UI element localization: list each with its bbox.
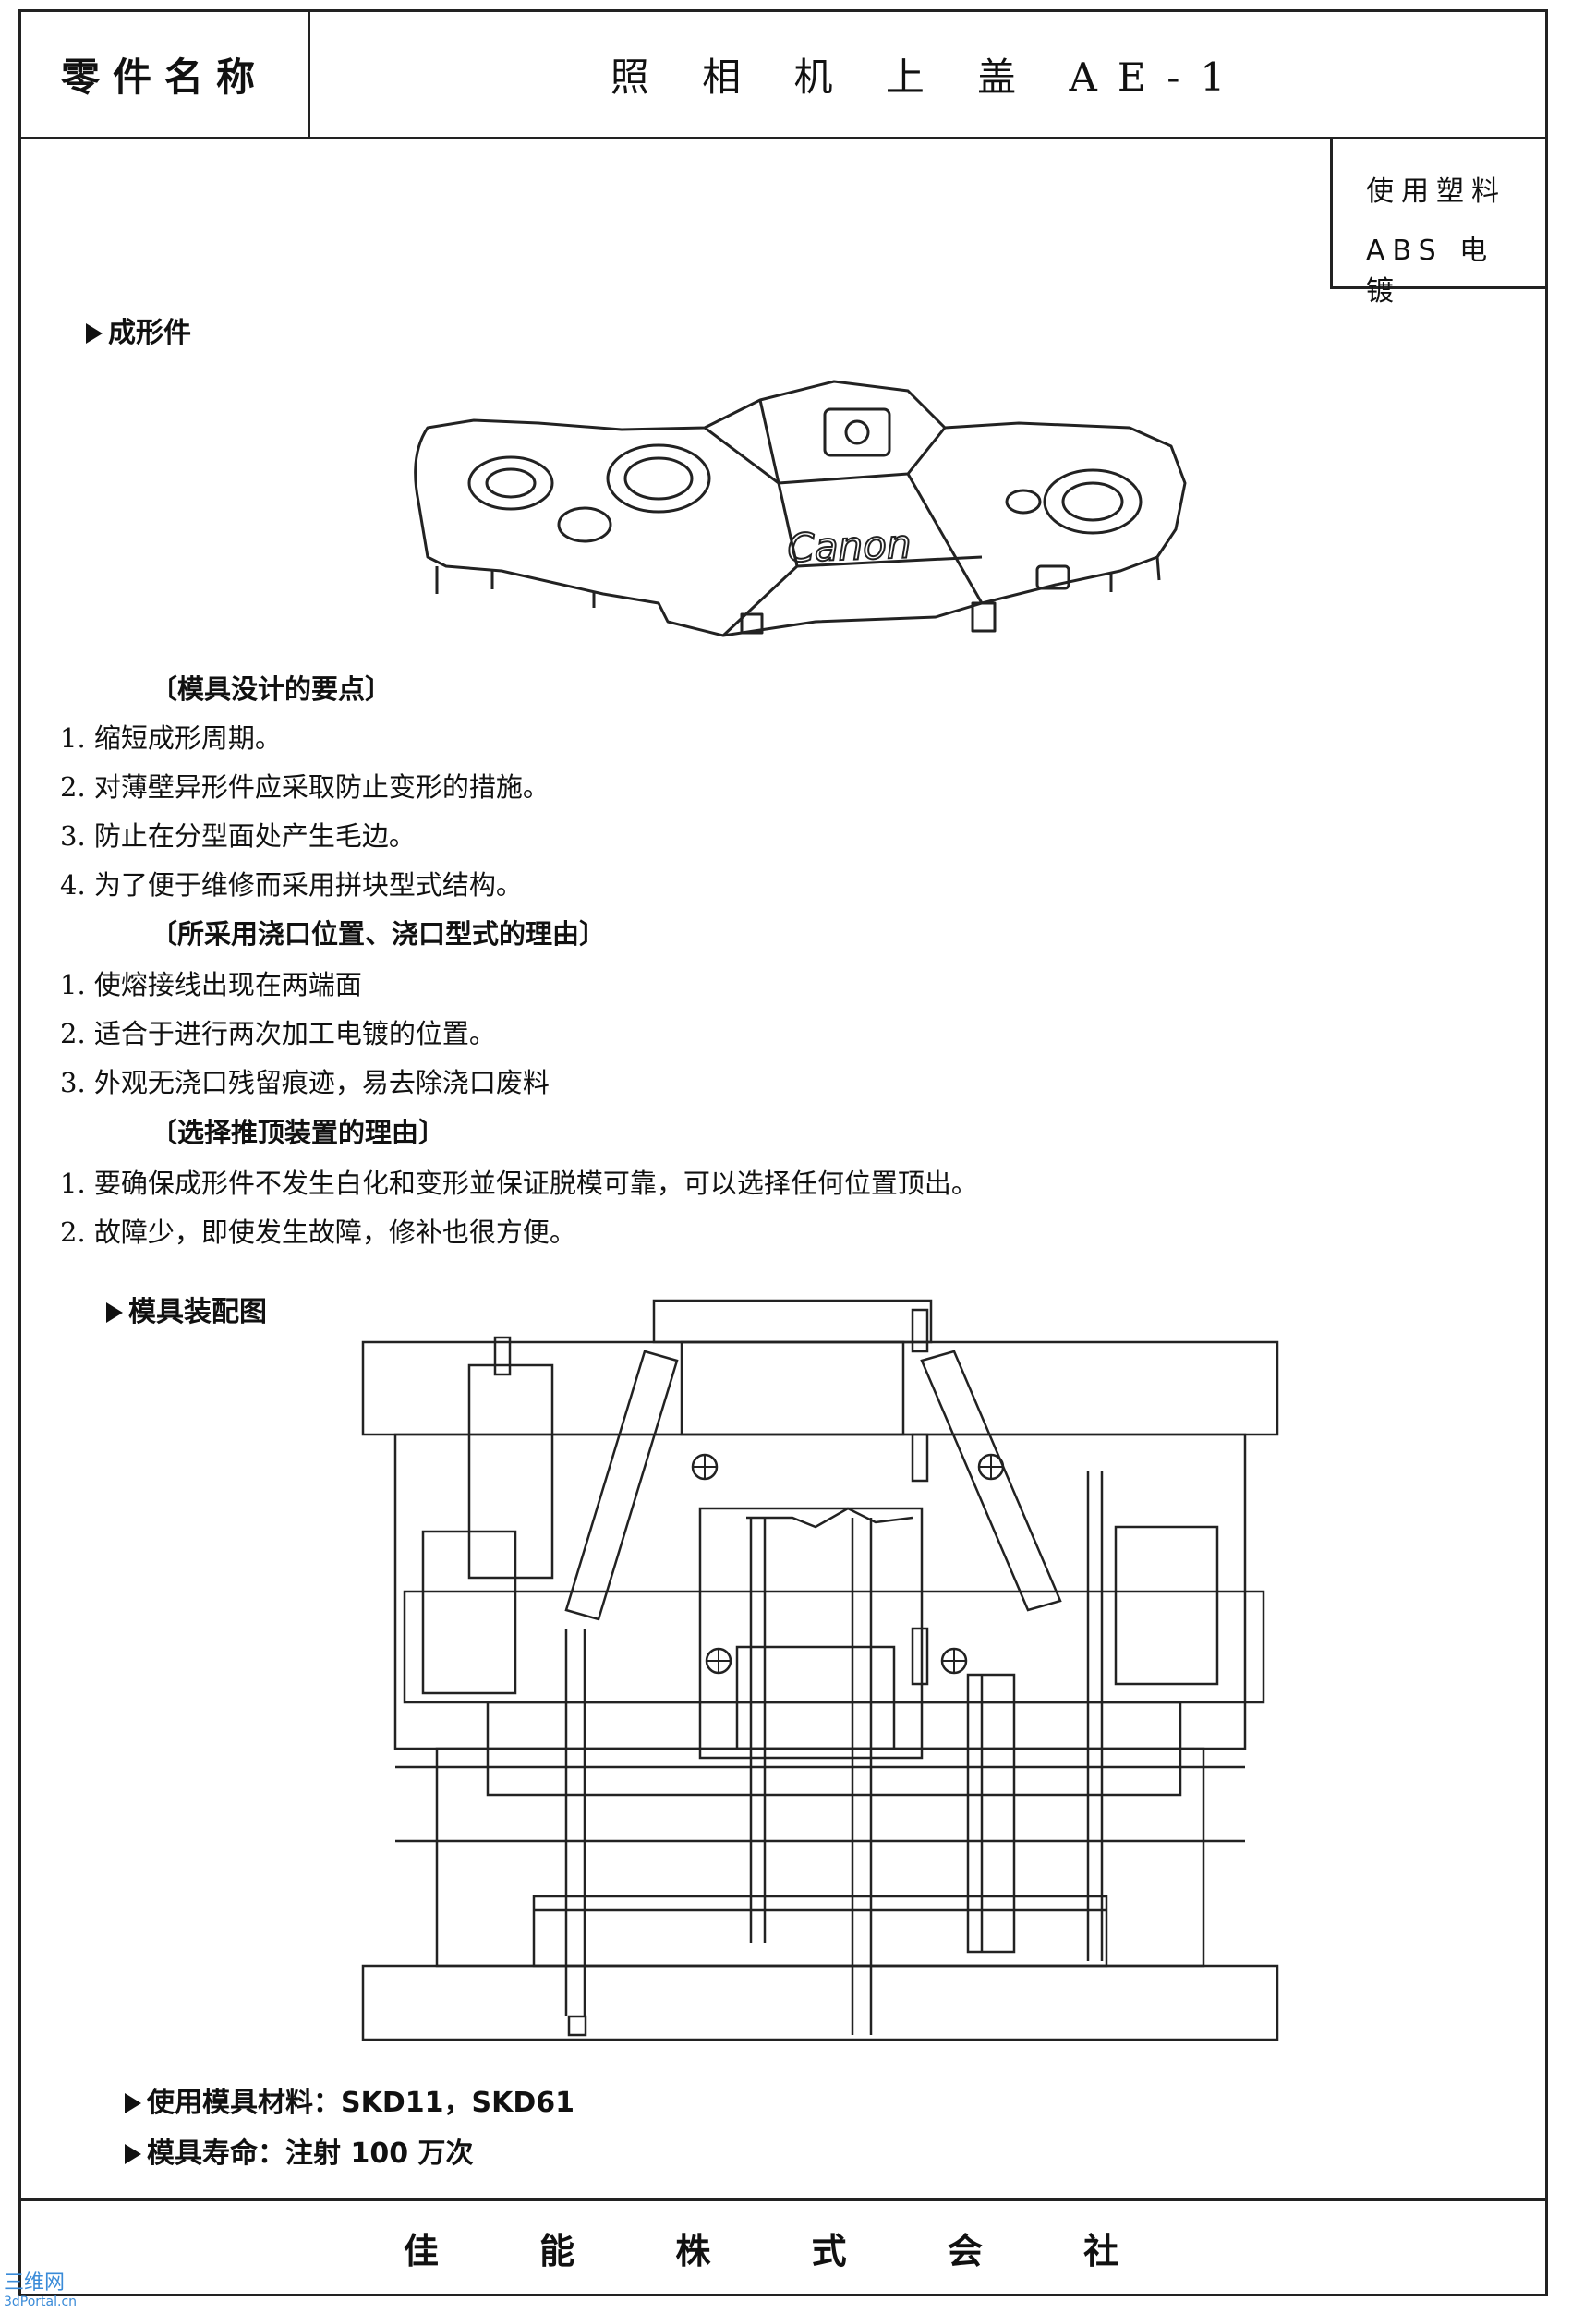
mold-life-line: 模具寿命：注射 100 万次 — [125, 2130, 474, 2171]
triangle-bullet-icon — [106, 1302, 123, 1323]
gate-reason-3: 3. 外观无浇口残留痕迹，易去除浇口废料 — [60, 1067, 550, 1098]
triangle-bullet-icon — [125, 2144, 141, 2164]
molded-part-heading: 成形件 — [86, 309, 191, 350]
material-value: ABS 电 镀 — [1366, 235, 1495, 308]
company-name: 佳 能 株 式 会 社 — [403, 2229, 1164, 2271]
triangle-bullet-icon — [86, 323, 103, 344]
header-row: 零件名称 照 相 机 上 盖 AE-1 — [21, 12, 1545, 139]
gate-reason-2: 2. 适合于进行两次加工电镀的位置。 — [60, 1018, 496, 1049]
ejector-reasons-heading: 〔选择推顶装置的理由〕 — [151, 1117, 446, 1148]
ejector-reason-2: 2. 故障少，即使发生故障，修补也很方便。 — [60, 1217, 576, 1248]
gate-reasons-heading: 〔所采用浇口位置、浇口型式的理由〕 — [151, 918, 607, 950]
design-points-heading: 〔模具没计的要点〕 — [151, 673, 393, 705]
document-sheet: 零件名称 照 相 机 上 盖 AE-1 使用塑料 ABS 电 镀 成形件 — [18, 9, 1548, 2296]
ejector-reason-1: 1. 要确保成形件不发生白化和变形並保证脱模可靠，可以选择任何位置顶出。 — [60, 1168, 978, 1199]
footer-company: 佳 能 株 式 会 社 — [21, 2198, 1545, 2294]
canon-logo-text: Canon — [787, 521, 913, 571]
design-point-2: 2. 对薄壁异形件应采取防止变形的措施。 — [60, 771, 550, 803]
assembly-heading: 模具装配图 — [106, 1289, 267, 1329]
watermark-url: 3dPortal.cn — [4, 2295, 78, 2309]
material-box: 使用塑料 ABS 电 镀 — [1330, 137, 1545, 308]
material-label: 使用塑料 — [1366, 176, 1506, 208]
design-point-1: 1. 缩短成形周期。 — [60, 722, 282, 754]
watermark-logo-text: 三维网 — [4, 2271, 66, 2295]
design-point-3: 3. 防止在分型面处产生毛边。 — [60, 820, 416, 852]
gate-reason-1: 1. 使熔接线出现在两端面 — [60, 969, 362, 1000]
part-name-label: 零件名称 — [21, 12, 310, 137]
mold-material-line: 使用模具材料：SKD11，SKD61 — [125, 2079, 574, 2120]
molded-part-sketch: Canon — [414, 380, 1187, 637]
site-watermark: 三维网 3dPortal.cn — [4, 2271, 78, 2311]
mold-assembly-drawing — [361, 1299, 1279, 2041]
part-name-title: 照 相 机 上 盖 AE-1 — [610, 54, 1246, 100]
triangle-bullet-icon — [125, 2093, 141, 2113]
design-point-4: 4. 为了便于维修而采用拼块型式结构。 — [60, 869, 523, 901]
